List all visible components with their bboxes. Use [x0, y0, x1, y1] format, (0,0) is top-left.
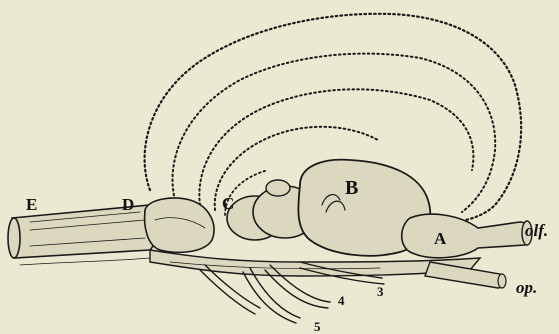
- label-olf: olf.: [525, 221, 548, 240]
- cerebellum: [145, 198, 214, 252]
- label-D: D: [122, 195, 134, 214]
- label-E: E: [26, 195, 37, 214]
- label-3: 3: [377, 284, 384, 299]
- olfactory-lobe: [402, 214, 532, 258]
- label-B: B: [345, 177, 358, 199]
- spinal-cord: [8, 205, 157, 265]
- label-5: 5: [314, 319, 321, 334]
- label-op: op.: [516, 278, 537, 297]
- label-A: A: [434, 229, 447, 248]
- label-C: C: [222, 194, 234, 213]
- label-4: 4: [338, 293, 345, 308]
